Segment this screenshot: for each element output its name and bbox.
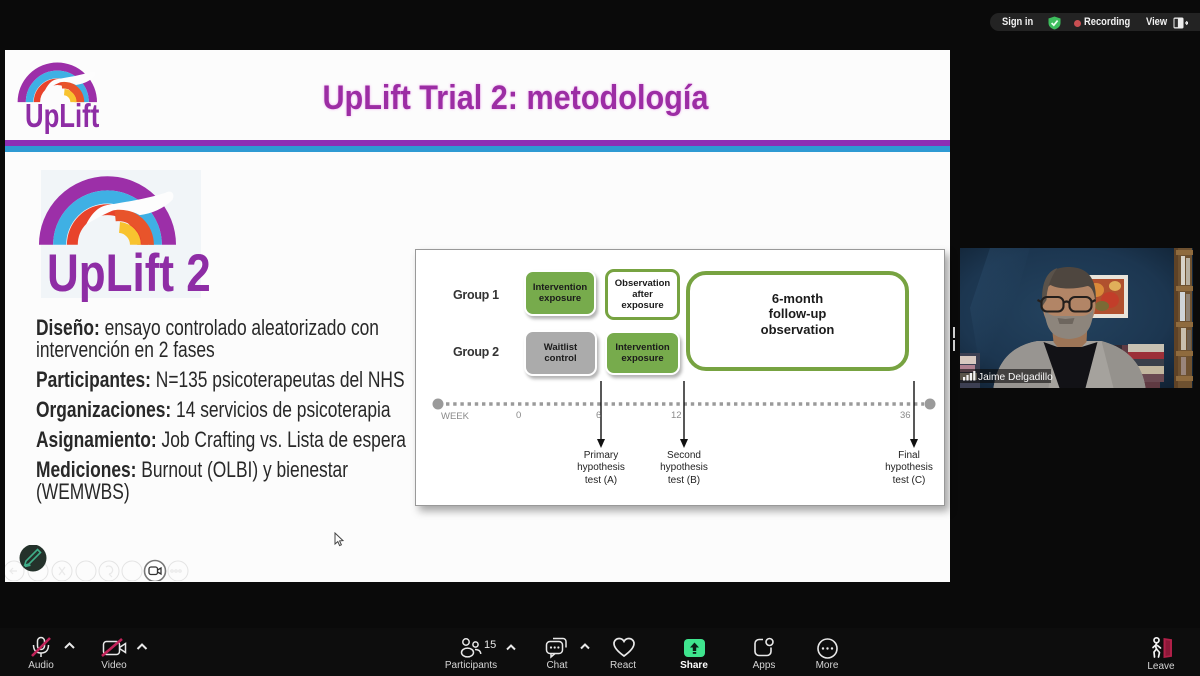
svg-text:15: 15	[484, 639, 496, 651]
svg-text:Jaime Delgadillo: Jaime Delgadillo	[978, 372, 1053, 383]
